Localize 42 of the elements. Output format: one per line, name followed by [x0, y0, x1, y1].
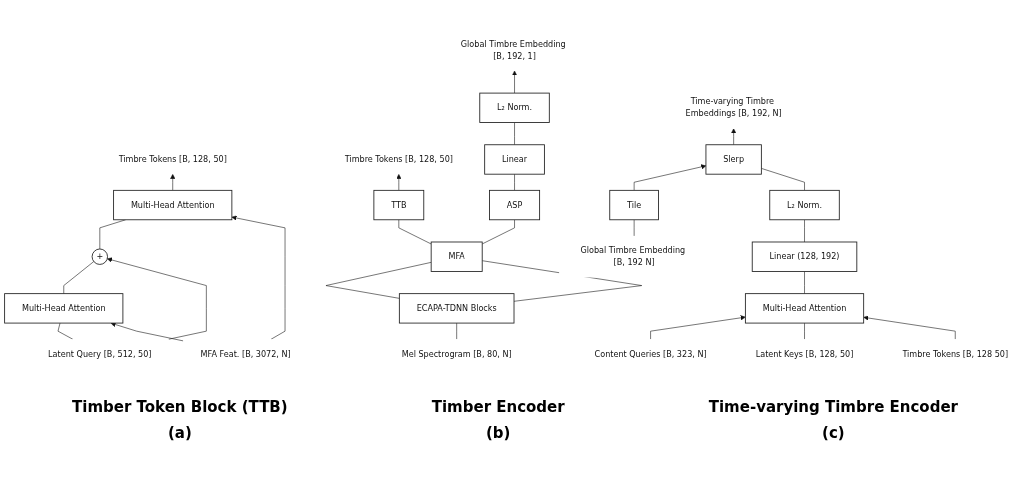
node-box: Linear (128, 192) — [751, 241, 858, 272]
panel-caption: Timber Token Block (TTB) — [72, 398, 288, 416]
node-box: Multi-Head Attention — [4, 293, 124, 324]
node-box: Linear — [484, 144, 545, 175]
node-text: Mel Spectrogram [B, 80, N] — [401, 349, 512, 359]
node-box: TTB — [373, 189, 425, 221]
connector — [804, 271, 805, 294]
connector — [456, 322, 457, 340]
node-box: Tile — [609, 189, 659, 221]
connector — [398, 219, 432, 245]
node-text: Timbre Tokens [B, 128, 50] — [118, 154, 227, 164]
node-text: Latent Keys [B, 128, 50] — [755, 349, 854, 359]
connector — [481, 260, 643, 302]
panel-letter: (a) — [167, 424, 192, 442]
connector — [761, 168, 805, 191]
node-text: Global Timbre Embedding [B, 192, 1] — [460, 39, 566, 61]
panel-caption: Timber Encoder — [431, 398, 565, 416]
connector — [325, 262, 432, 299]
node-text: Time-varying Timbre Embeddings [B, 192, N] — [685, 96, 782, 119]
node-box: Slerp — [705, 144, 762, 175]
panel-caption: Time-varying Timbre Encoder — [708, 398, 958, 416]
node-circle: + — [91, 248, 108, 265]
node-text: Latent Query [B, 512, 50] — [48, 349, 152, 359]
node-box: ASP — [489, 189, 541, 221]
node-text: Timbre Tokens [B, 128, 50] — [344, 154, 453, 164]
connector — [514, 122, 515, 146]
connector — [804, 322, 805, 340]
node-box: MFA — [430, 241, 483, 272]
panel-letter: (c) — [822, 424, 845, 442]
connector — [514, 173, 515, 191]
node-box: Multi-Head Attention — [744, 293, 865, 324]
connector — [63, 261, 95, 294]
connector — [481, 219, 515, 245]
node-text: MFA Feat. [B, 3072, N] — [200, 349, 291, 359]
node-box: ECAPA-TDNN Blocks — [398, 293, 515, 324]
node-text: Content Queries [B, 323, N] — [594, 349, 707, 359]
node-text: Timbre Tokens [B, 128 50] — [902, 349, 1009, 359]
node-box: Multi-Head Attention — [113, 189, 233, 221]
connector — [804, 219, 805, 243]
node-box: L₂ Norm. — [479, 92, 550, 123]
panel-letter: (b) — [485, 424, 511, 442]
node-box: L₂ Norm. — [769, 189, 840, 221]
